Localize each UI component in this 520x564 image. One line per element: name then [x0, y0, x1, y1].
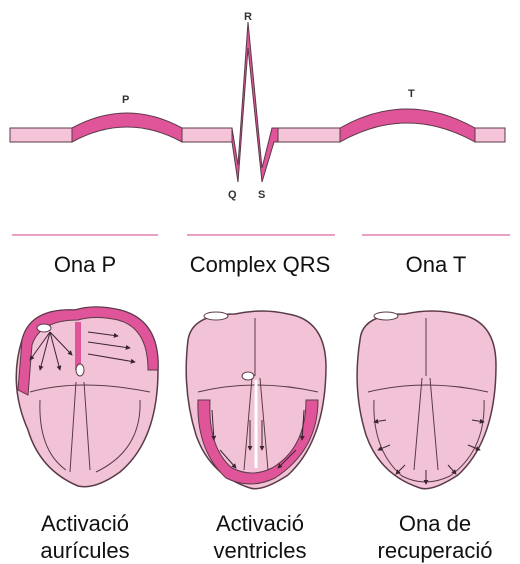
divider-qrs: [187, 234, 335, 236]
caption-recovery-wave: Ona de recuperació: [352, 510, 518, 564]
divider-t: [362, 234, 510, 236]
s-wave-letter: S: [258, 189, 265, 201]
divider-p: [12, 234, 158, 236]
caption-line: aurícules: [5, 537, 165, 564]
p-wave-band: [72, 113, 182, 142]
caption-ventricular-activation: Activació ventricles: [180, 510, 340, 564]
qrs-complex: [232, 22, 278, 182]
baseline-segment: [278, 128, 340, 142]
ecg-trace: P R Q S T: [0, 0, 520, 215]
label-qrs-complex: Complex QRS: [160, 252, 360, 278]
t-wave-letter: T: [408, 88, 415, 100]
t-wave-band: [340, 109, 475, 142]
label-t-wave: Ona T: [362, 252, 510, 278]
baseline-segment: [475, 128, 505, 142]
caption-line: Activació: [180, 510, 340, 537]
caption-line: Ona de: [352, 510, 518, 537]
baseline-segment: [10, 128, 72, 142]
caption-atrial-activation: Activació aurícules: [5, 510, 165, 564]
p-wave-letter: P: [122, 94, 129, 106]
heart-recovery: [357, 311, 496, 489]
r-wave-letter: R: [244, 11, 252, 23]
q-wave-letter: Q: [228, 189, 237, 201]
heart-atrial-activation: [16, 307, 158, 487]
caption-line: recuperació: [352, 537, 518, 564]
caption-line: ventricles: [180, 537, 340, 564]
caption-line: Activació: [5, 510, 165, 537]
heart-ventricular-activation: [186, 311, 326, 489]
baseline-segment: [182, 128, 232, 142]
heart-illustrations: [0, 300, 520, 500]
label-p-wave: Ona P: [12, 252, 158, 278]
